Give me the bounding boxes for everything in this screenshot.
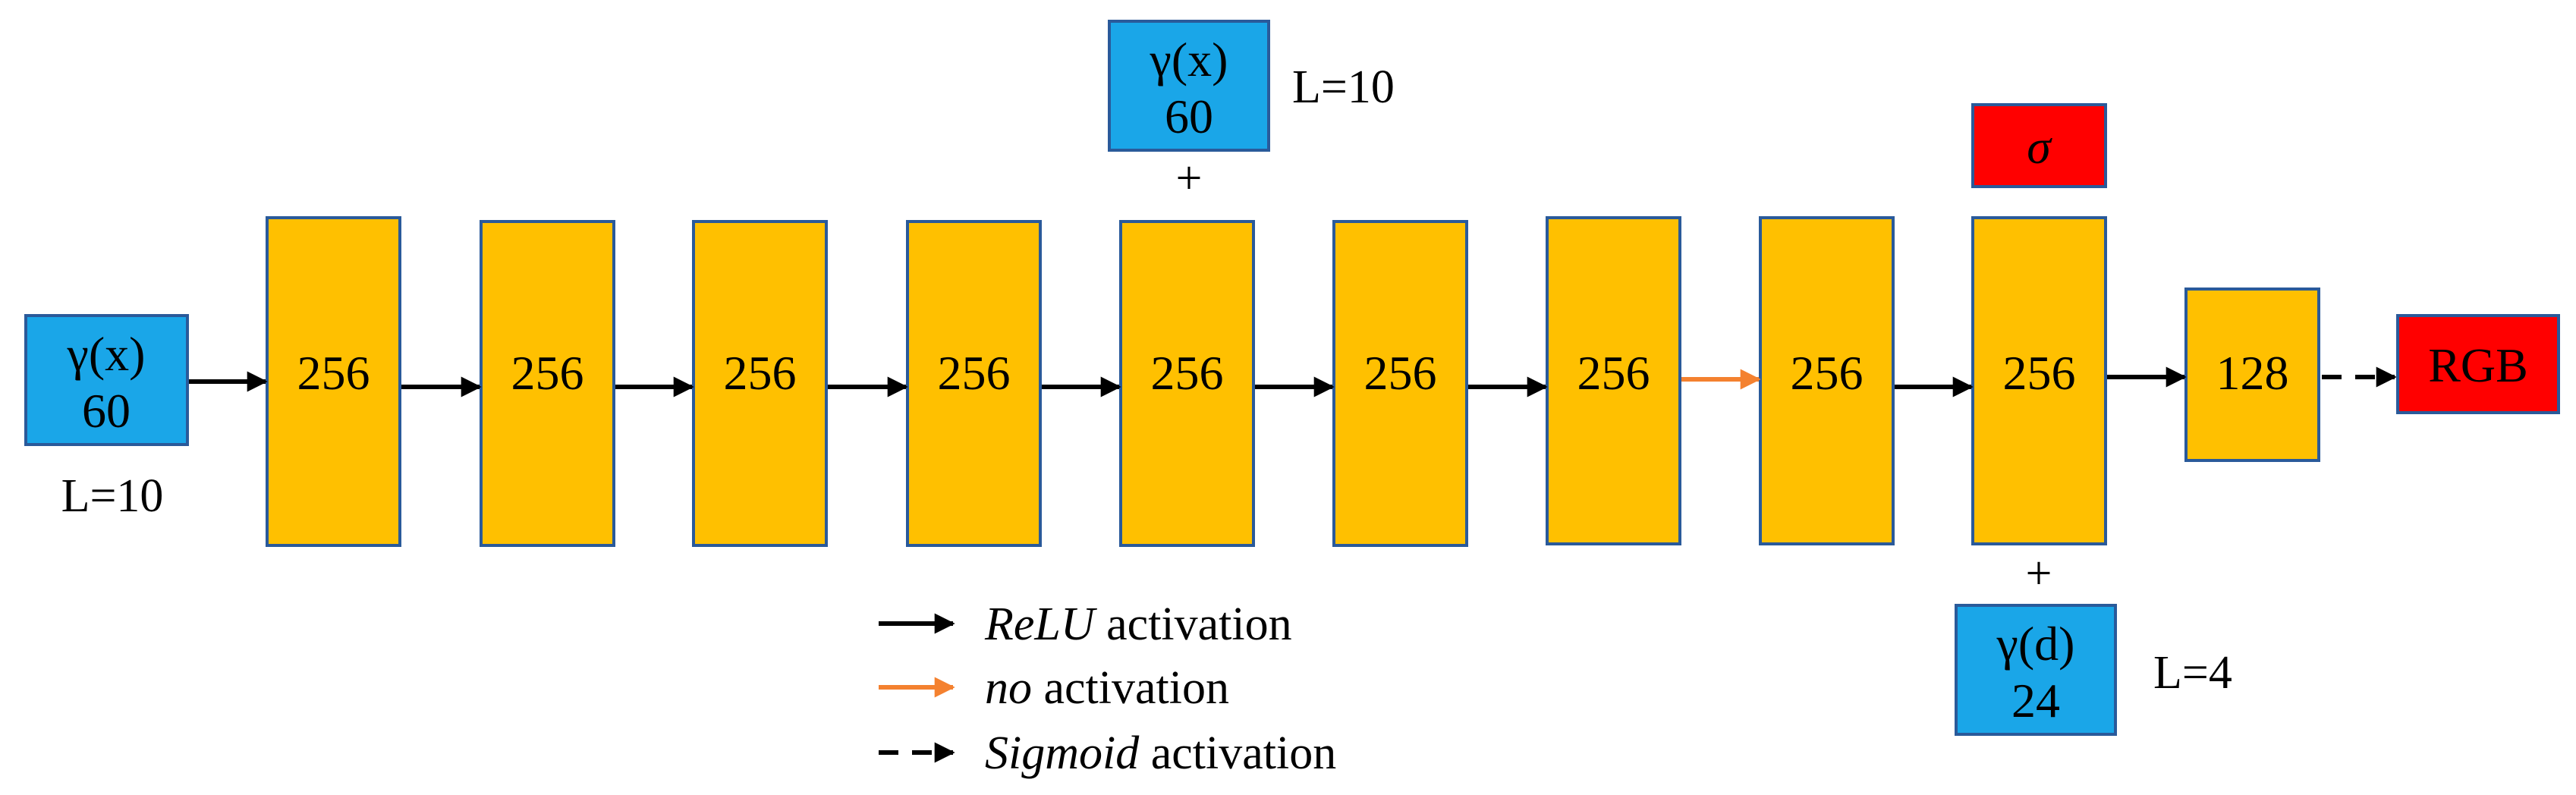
input-left-label: γ(x) xyxy=(67,327,146,381)
output-color: RGB xyxy=(2396,314,2560,414)
layer-2: 256 xyxy=(480,220,615,547)
layer-box xyxy=(2184,288,2320,462)
layer-width-label: 128 xyxy=(2216,346,2289,400)
input-skip-frequency: L=10 xyxy=(1292,61,1395,113)
connections-group xyxy=(189,366,2397,397)
legend-none-text: no activation xyxy=(985,662,1229,714)
layer-width-label: 256 xyxy=(938,346,1011,400)
layer-box xyxy=(1759,216,1895,545)
layer-7: 256 xyxy=(1546,216,1681,545)
concat-plus-bottom: + xyxy=(2026,548,2052,599)
direction-dim: 24 xyxy=(2011,674,2060,727)
output-density: σ xyxy=(1971,103,2107,188)
layer-box xyxy=(1546,216,1681,545)
layer-10: 128 xyxy=(2184,288,2320,462)
layer-width-label: 256 xyxy=(1791,346,1864,400)
input-skip-dim: 60 xyxy=(1165,90,1213,143)
layer-width-label: 256 xyxy=(724,346,797,400)
input-left-frequency: L=10 xyxy=(61,470,164,522)
layer-6: 256 xyxy=(1332,220,1468,547)
layer-box xyxy=(1971,216,2107,545)
legend: ReLU activation no activation Sigmoid ac… xyxy=(879,599,1336,779)
legend-sigmoid-text: Sigmoid activation xyxy=(985,727,1336,779)
rgb-label: RGB xyxy=(2428,338,2528,392)
input-skip-label: γ(x) xyxy=(1150,33,1228,86)
density-label: σ xyxy=(2027,120,2052,174)
layers-group: 256 256 256 256 256 256 256 256 256 128 xyxy=(266,216,2320,547)
input-direction: γ(d) 24 xyxy=(1955,604,2117,736)
layer-width-label: 256 xyxy=(511,346,584,400)
layer-box xyxy=(266,216,401,547)
concat-plus-top: + xyxy=(1176,152,1203,204)
layer-5: 256 xyxy=(1119,220,1255,547)
layer-width-label: 256 xyxy=(1577,346,1650,400)
layer-3: 256 xyxy=(692,220,828,547)
layer-1: 256 xyxy=(266,216,401,547)
layer-4: 256 xyxy=(906,220,1042,547)
layer-width-label: 256 xyxy=(1364,346,1437,400)
layer-box xyxy=(1332,220,1468,547)
layer-width-label: 256 xyxy=(1151,346,1224,400)
layer-width-label: 256 xyxy=(2003,346,2076,400)
input-position-left: γ(x) 60 xyxy=(24,314,189,446)
legend-relu-text: ReLU activation xyxy=(984,599,1292,650)
direction-frequency: L=4 xyxy=(2153,647,2232,699)
direction-label: γ(d) xyxy=(1996,617,2075,671)
layer-width-label: 256 xyxy=(297,346,370,400)
layer-box xyxy=(692,220,828,547)
layer-8: 256 xyxy=(1759,216,1895,545)
input-position-skip: γ(x) 60 xyxy=(1108,20,1270,152)
input-left-dim: 60 xyxy=(82,384,131,438)
layer-9: 256 xyxy=(1971,216,2107,545)
